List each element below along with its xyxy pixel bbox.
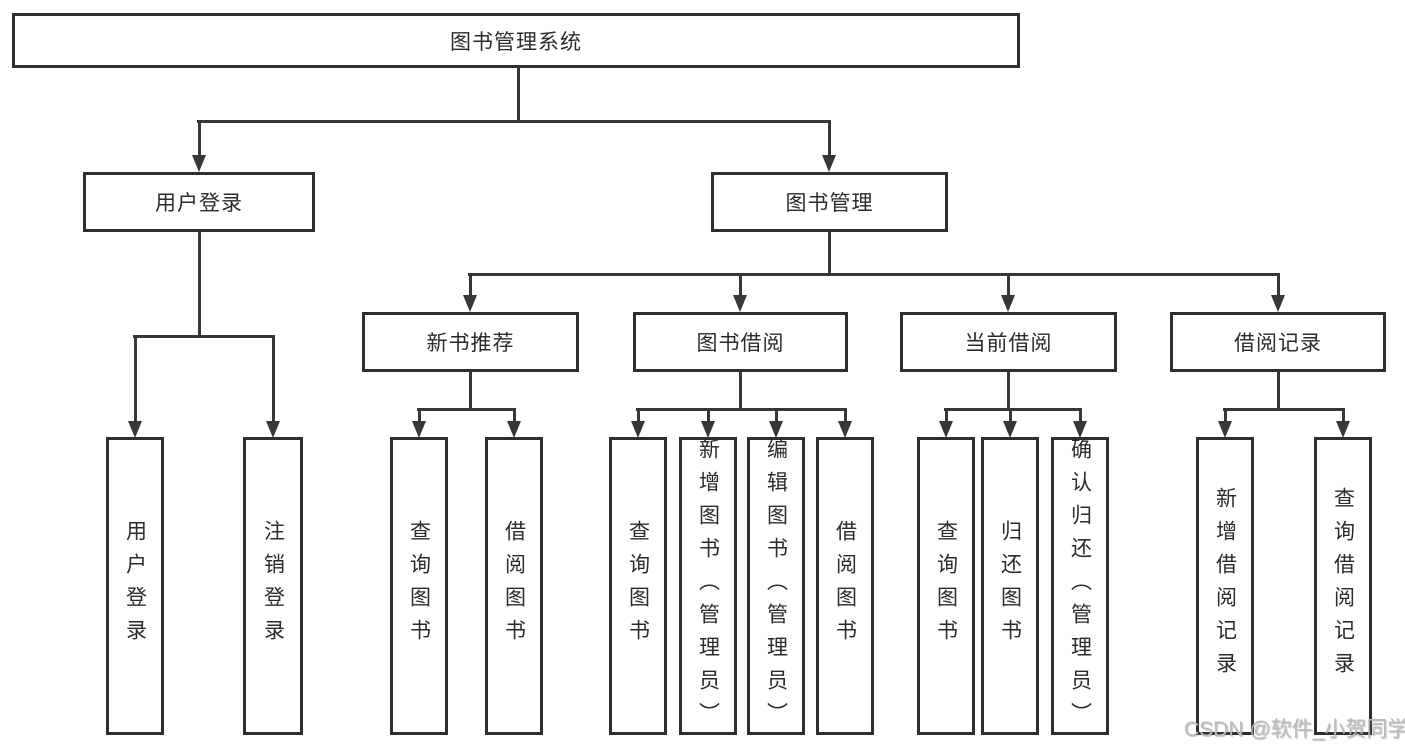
node-label: 用户登录 (155, 192, 243, 215)
arrowhead-icon (1218, 421, 1232, 438)
connector-leaf (707, 408, 710, 421)
leaf-return-book: 归还图书 (981, 437, 1039, 735)
node-library-management-system: 图书管理系统 (12, 13, 1020, 68)
connector-to-book-borrow (739, 273, 742, 296)
node-new-book-recommendation: 新书推荐 (362, 312, 579, 372)
node-label: 图书管理 (785, 192, 874, 215)
connector-leaf (945, 408, 948, 421)
arrowhead-icon (1003, 421, 1017, 438)
connector-leaf (844, 408, 847, 421)
leaf-borrow-books-2: 借阅图书 (816, 437, 874, 735)
connector-book-management-stem (828, 232, 831, 273)
node-label: 借阅记录 (1234, 332, 1322, 355)
node-label: 新书推荐 (426, 332, 515, 355)
node-book-management: 图书管理 (711, 172, 948, 232)
arrowhead-icon (463, 295, 477, 312)
connector-user-login-stem (198, 232, 201, 335)
connector-root-stem (517, 68, 520, 120)
node-label: 图书借阅 (696, 332, 785, 355)
connector-leaf (418, 408, 421, 421)
leaf-query-books-2: 查询图书 (609, 437, 667, 735)
leaf-label: 新增借阅记录 (1213, 487, 1237, 685)
node-label: 当前借阅 (964, 332, 1053, 355)
arrowhead-icon (192, 155, 206, 172)
connector-to-leaf-user-login (134, 335, 137, 421)
connector-borrow-records-stem (1277, 372, 1280, 408)
leaf-borrow-books-1: 借阅图书 (485, 437, 543, 735)
leaf-label: 归还图书 (998, 520, 1022, 652)
connector-leaf (513, 408, 516, 421)
arrowhead-icon (1271, 295, 1285, 312)
leaf-label: 查询借阅记录 (1331, 487, 1355, 685)
arrowhead-icon (507, 421, 521, 438)
arrowhead-icon (1073, 421, 1087, 438)
arrowhead-icon (822, 155, 836, 172)
connector-to-current-borrow (1007, 273, 1010, 296)
connector-leaf (1079, 408, 1082, 421)
csdn-watermark: CSDN @软件_小贺同学 (1184, 718, 1405, 741)
node-current-borrowing: 当前借阅 (900, 312, 1117, 372)
node-book-borrowing: 图书借阅 (633, 312, 848, 372)
leaf-label: 借阅图书 (833, 520, 857, 652)
connector-level1-bus (197, 120, 831, 123)
arrowhead-icon (1336, 421, 1350, 438)
leaf-add-book-admin: 新增图书（管理员） (679, 437, 737, 735)
arrowhead-icon (701, 421, 715, 438)
node-user-login: 用户登录 (83, 172, 315, 232)
leaf-label: 确认归还（管理员） (1068, 437, 1092, 735)
connector-user-login-bus (133, 335, 275, 338)
leaf-query-books-1: 查询图书 (390, 437, 448, 735)
arrowhead-icon (769, 421, 783, 438)
arrowhead-icon (939, 421, 953, 438)
connector-leaf (775, 408, 778, 421)
connector-current-borrow-bus (944, 408, 1082, 411)
leaf-add-borrow-record: 新增借阅记录 (1196, 437, 1254, 735)
arrowhead-icon (1001, 295, 1015, 312)
leaf-label: 查询图书 (407, 520, 431, 652)
connector-borrow-records-bus (1223, 408, 1345, 411)
leaf-label: 编辑图书（管理员） (764, 437, 788, 735)
node-label: 图书管理系统 (450, 30, 582, 54)
leaf-label: 用户登录 (123, 520, 147, 652)
connector-leaf (1009, 408, 1012, 421)
connector-new-book-rec-stem (469, 372, 472, 408)
leaf-edit-book-admin: 编辑图书（管理员） (747, 437, 805, 735)
arrowhead-icon (733, 295, 747, 312)
arrowhead-icon (128, 421, 142, 438)
leaf-label: 新增图书（管理员） (696, 437, 720, 735)
connector-leaf (1224, 408, 1227, 421)
connector-book-borrow-stem (739, 372, 742, 408)
leaf-label: 借阅图书 (502, 520, 526, 652)
leaf-user-login: 用户登录 (106, 437, 164, 735)
connector-current-borrow-stem (1007, 372, 1010, 408)
leaf-confirm-return-admin: 确认归还（管理员） (1051, 437, 1109, 735)
connector-to-borrow-records (1277, 273, 1280, 296)
leaf-label: 查询图书 (934, 520, 958, 652)
leaf-query-books-3: 查询图书 (917, 437, 975, 735)
leaf-query-borrow-record: 查询借阅记录 (1314, 437, 1372, 735)
connector-to-user-login (198, 120, 201, 156)
connector-leaf (1342, 408, 1345, 421)
connector-to-book-management (828, 120, 831, 156)
leaf-logout: 注销登录 (243, 437, 303, 735)
arrowhead-icon (631, 421, 645, 438)
connector-to-leaf-logout (272, 335, 275, 421)
connector-book-borrow-bus (636, 408, 847, 411)
leaf-label: 注销登录 (261, 520, 285, 652)
leaf-label: 查询图书 (626, 520, 650, 652)
arrowhead-icon (838, 421, 852, 438)
node-borrowing-records: 借阅记录 (1170, 312, 1386, 372)
arrowhead-icon (266, 421, 280, 438)
arrowhead-icon (412, 421, 426, 438)
connector-level2-bus (468, 273, 1280, 276)
connector-leaf (637, 408, 640, 421)
connector-new-book-rec-bus (417, 408, 516, 411)
connector-to-new-book-rec (469, 273, 472, 296)
